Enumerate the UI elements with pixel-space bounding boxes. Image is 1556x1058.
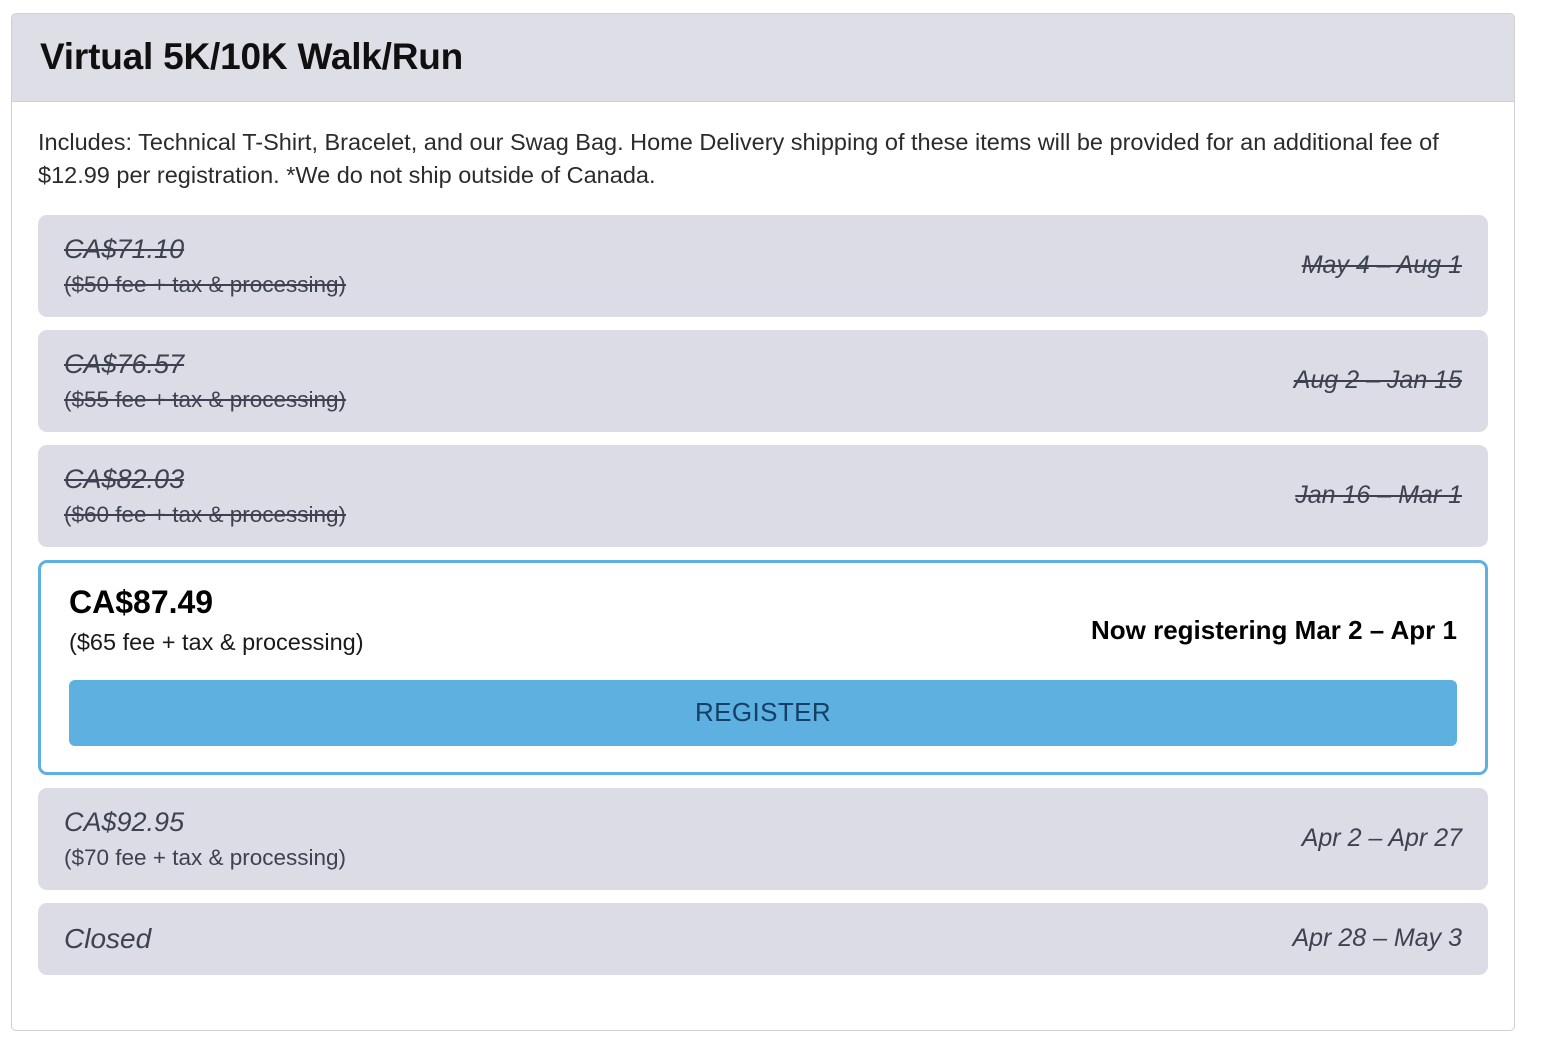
tier-fee-breakdown: ($70 fee + tax & processing) xyxy=(64,845,347,871)
tier-fee-breakdown: ($60 fee + tax & processing) xyxy=(64,502,347,528)
tier-price-group: CA$82.03 ($60 fee + tax & processing) xyxy=(64,464,346,527)
tier-price: CA$71.10 xyxy=(64,234,185,264)
active-price-group: CA$87.49 ($65 fee + tax & processing) xyxy=(69,583,364,656)
page-title: Virtual 5K/10K Walk/Run xyxy=(40,36,464,78)
tier-price-group: CA$71.10 ($50 fee + tax & processing) xyxy=(64,234,346,297)
status-badge: Now registering Mar 2 – Apr 1 xyxy=(1090,614,1457,645)
tier-price: CA$92.95 xyxy=(64,807,185,838)
tier-price: CA$76.57 xyxy=(64,349,185,379)
tier-date-range: May 4 – Aug 1 xyxy=(1301,251,1462,280)
tier-price: CA$82.03 xyxy=(64,464,185,494)
pricing-tier-row: CA$82.03 ($60 fee + tax & processing) Ja… xyxy=(38,444,1488,547)
tier-fee-breakdown: ($55 fee + tax & processing) xyxy=(64,387,347,413)
active-pricing-tier: CA$87.49 ($65 fee + tax & processing) No… xyxy=(38,559,1488,775)
event-registration-panel: Virtual 5K/10K Walk/Run Includes: Techni… xyxy=(11,13,1515,1031)
pricing-tier-list: CA$71.10 ($50 fee + tax & processing) Ma… xyxy=(38,214,1488,975)
active-tier-fee-breakdown: ($65 fee + tax & processing) xyxy=(69,628,364,655)
tier-date-range: Apr 2 – Apr 27 xyxy=(1301,824,1462,853)
active-tier-summary: CA$87.49 ($65 fee + tax & processing) No… xyxy=(69,583,1457,656)
closed-label: Closed xyxy=(64,923,152,955)
pricing-tier-row: CA$76.57 ($55 fee + tax & processing) Au… xyxy=(38,329,1488,432)
event-description: Includes: Technical T-Shirt, Bracelet, a… xyxy=(38,129,1439,189)
tier-fee-breakdown: ($50 fee + tax & processing) xyxy=(64,272,347,298)
closed-tier-row: Closed Apr 28 – May 3 xyxy=(38,902,1488,975)
pricing-tier-row: CA$92.95 ($70 fee + tax & processing) Ap… xyxy=(38,787,1488,890)
panel-header: Virtual 5K/10K Walk/Run xyxy=(12,14,1514,102)
tier-price-group: CA$76.57 ($55 fee + tax & processing) xyxy=(64,349,346,412)
tier-date-range: Apr 28 – May 3 xyxy=(1292,924,1462,953)
tier-date-range: Aug 2 – Jan 15 xyxy=(1293,366,1462,395)
panel-body: Includes: Technical T-Shirt, Bracelet, a… xyxy=(12,102,1514,975)
pricing-tier-row: CA$71.10 ($50 fee + tax & processing) Ma… xyxy=(38,214,1488,317)
tier-price-group: Closed xyxy=(64,923,151,954)
tier-price-group: CA$92.95 ($70 fee + tax & processing) xyxy=(64,807,346,870)
tier-date-range: Jan 16 – Mar 1 xyxy=(1295,481,1462,510)
register-button[interactable]: REGISTER xyxy=(69,679,1457,746)
active-tier-price: CA$87.49 xyxy=(69,583,214,620)
